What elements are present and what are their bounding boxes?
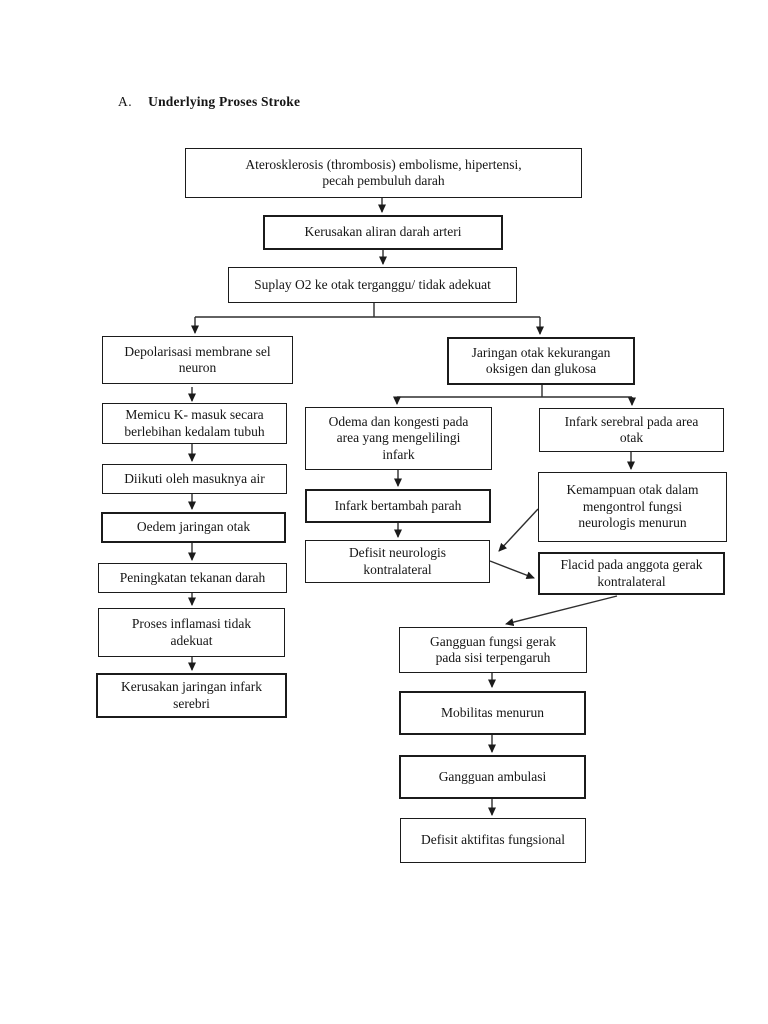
section-heading: A. Underlying Proses Stroke — [118, 94, 300, 109]
node-diikuti-air: Diikuti oleh masuknya air — [102, 464, 287, 494]
node-jaringan-otak: Jaringan otak kekurangan oksigen dan glu… — [447, 337, 635, 385]
node-proses-inflamasi: Proses inflamasi tidak adekuat — [98, 608, 285, 657]
node-depolarisasi: Depolarisasi membrane sel neuron — [102, 336, 293, 384]
node-gangguan-ambulasi: Gangguan ambulasi — [399, 755, 586, 799]
node-flacid: Flacid pada anggota gerak kontralateral — [538, 552, 725, 595]
node-kerusakan-jaringan: Kerusakan jaringan infark serebri — [96, 673, 287, 718]
node-peningkatan-tekanan: Peningkatan tekanan darah — [98, 563, 287, 593]
node-defisit-neurologis: Defisit neurologis kontralateral — [305, 540, 490, 583]
node-defisit-aktifitas: Defisit aktifitas fungsional — [400, 818, 586, 863]
node-suplay-o2: Suplay O2 ke otak terganggu/ tidak adeku… — [228, 267, 517, 303]
node-kerusakan-aliran: Kerusakan aliran darah arteri — [263, 215, 503, 250]
node-gangguan-fungsi: Gangguan fungsi gerak pada sisi terpenga… — [399, 627, 587, 673]
node-oedem-jaringan: Oedem jaringan otak — [101, 512, 286, 543]
node-aterosklerosis: Aterosklerosis (thrombosis) embolisme, h… — [185, 148, 582, 198]
node-infark-serebral: Infark serebral pada area otak — [539, 408, 724, 452]
node-mobilitas: Mobilitas menurun — [399, 691, 586, 735]
section-letter: A. — [118, 94, 133, 109]
node-infark-bertambah: Infark bertambah parah — [305, 489, 491, 523]
page-title: Underlying Proses Stroke — [148, 94, 301, 109]
node-kemampuan-otak: Kemampuan otak dalam mengontrol fungsi n… — [538, 472, 727, 542]
node-odema-kongesti: Odema dan kongesti pada area yang mengel… — [305, 407, 492, 470]
node-memicu-k: Memicu K- masuk secara berlebihan kedala… — [102, 403, 287, 444]
